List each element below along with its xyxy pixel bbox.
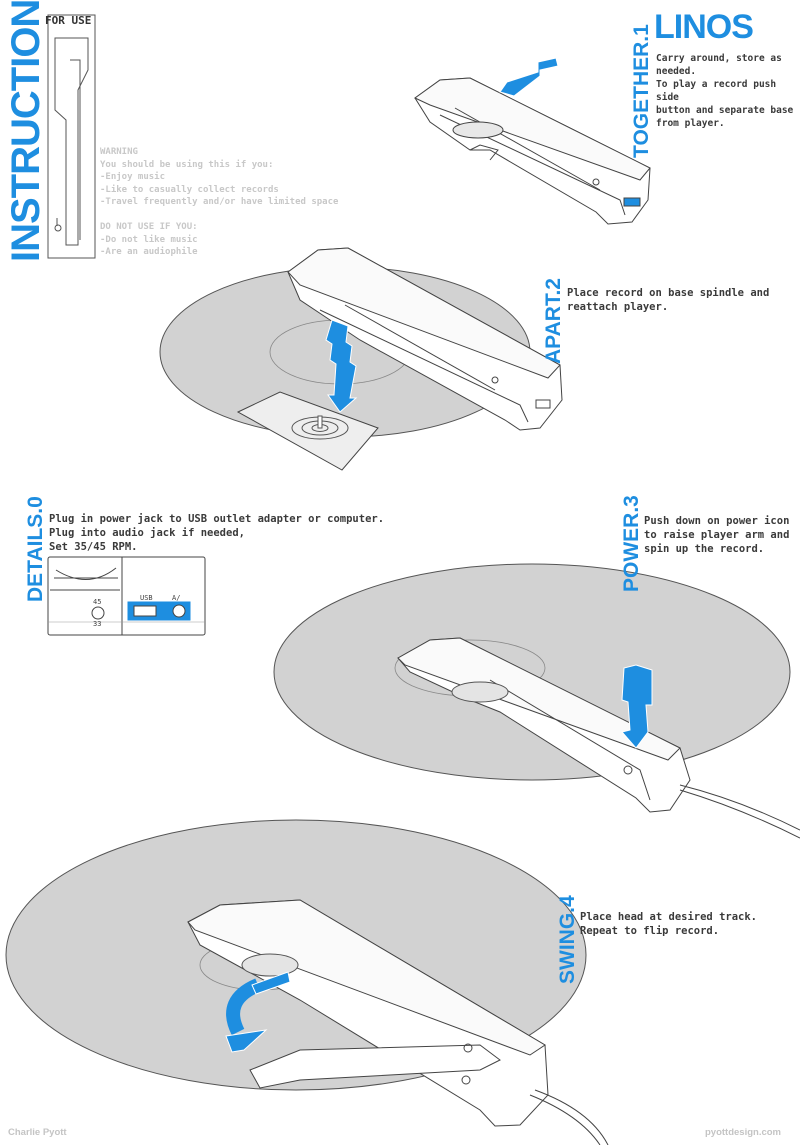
step-text-power: Push down on power icon to raise player … — [644, 515, 790, 555]
warning-item: -Enjoy music — [100, 172, 166, 183]
step-text-apart: Place record on base spindle and reattac… — [567, 287, 770, 313]
rpm-45-label: 45 — [93, 598, 102, 606]
warning-item: -Like to casually collect records — [100, 184, 279, 195]
step-label-together: TOGETHER.1 — [630, 24, 653, 158]
step-label-apart: APART.2 — [542, 278, 565, 364]
donot-item: -Do not like music — [100, 234, 198, 245]
page-title: INSTRUCTIONS — [4, 0, 48, 262]
page-subtitle: FOR USE — [45, 14, 92, 27]
warning-heading: WARNING — [100, 147, 138, 157]
brand-name: LINOS — [654, 8, 754, 46]
donot-heading: DO NOT USE IF YOU: — [100, 221, 198, 232]
step-text-together: Carry around, store as needed. To play a… — [656, 53, 794, 129]
together-device — [414, 77, 651, 225]
power-illustration — [273, 563, 800, 839]
header-device-sketch — [47, 14, 96, 259]
details-panel-illustration — [47, 556, 206, 636]
donot-item: -Are an audiophile — [100, 247, 198, 258]
footer-website: pyottdesign.com — [705, 1127, 782, 1138]
step-text-details: Plug in power jack to USB outlet adapter… — [49, 513, 385, 553]
apart-illustration — [159, 247, 563, 471]
usb-label: USB — [140, 594, 153, 602]
step-label-swing: SWING.4 — [556, 895, 579, 984]
swing-illustration — [5, 819, 609, 1145]
warning-intro: You should be using this if you: — [100, 159, 274, 170]
warning-block: WARNING You should be using this if you:… — [100, 146, 338, 259]
together-arrow — [499, 57, 559, 97]
warning-item: -Travel frequently and/or have limited s… — [100, 197, 339, 208]
step-label-details: DETAILS.0 — [24, 496, 47, 602]
footer-author: Charlie Pyott — [8, 1127, 67, 1138]
rpm-33-label: 33 — [93, 620, 102, 628]
step-text-swing: Place head at desired track. Repeat to f… — [580, 911, 758, 937]
step-label-power: POWER.3 — [620, 495, 643, 592]
audio-label: A/ — [172, 594, 181, 602]
